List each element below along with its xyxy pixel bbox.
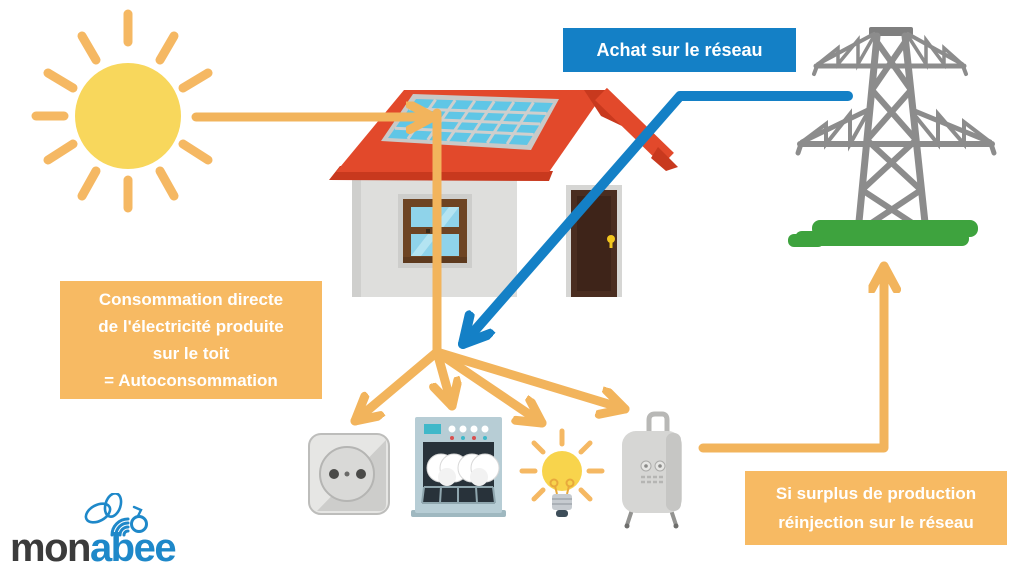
door-key-icon [607,235,615,243]
arrow-to-dishwasher [437,347,452,411]
arrow-to-lightbulb [432,347,542,428]
pylon-lattice [855,39,929,235]
lightbulb-icon [519,428,605,517]
surplus-reinjection-arrow [698,261,884,453]
production-flow [191,113,884,453]
label-achat-reseau: Achat sur le réseau [563,28,796,72]
sun-rays [31,9,213,213]
arrow-to-water-heater [432,347,625,409]
grass-icon [788,220,978,247]
solar-panel-icon [381,94,559,150]
dishwasher-plates [426,453,500,486]
logo-text-mon: mon [10,526,91,570]
logo-monabee: monabee [10,526,177,570]
dishwasher-icon [411,417,506,517]
outlet-icon [308,433,390,515]
logo-text-abee: abee [89,526,177,570]
bulb-rays [519,428,605,502]
grid-purchase-arrow [458,91,853,344]
water-heater-icon [622,411,682,529]
bee-icon [84,493,148,537]
sun-body [75,63,181,169]
sun-icon [31,9,213,213]
dishwasher-rack [421,486,496,504]
arrow-to-outlet [350,347,442,421]
label-autoconsommation: Consommation directe de l'électricité pr… [60,281,322,399]
pylon-icon [795,27,997,236]
label-surplus-reinjection: Si surplus de production réinjection sur… [745,471,1007,545]
bulb-filament [549,478,575,495]
